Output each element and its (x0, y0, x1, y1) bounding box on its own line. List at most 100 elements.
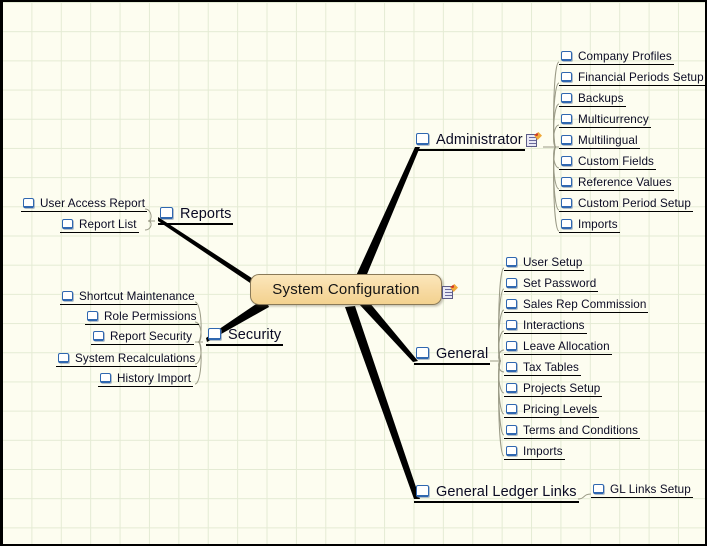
leaf-label: User Setup (523, 256, 583, 269)
window-icon (100, 372, 113, 385)
leaf-node-user-access-report[interactable]: User Access Report (21, 197, 148, 212)
window-icon (506, 424, 519, 437)
leaf-node-user-setup[interactable]: User Setup (504, 256, 585, 271)
leaf-node-history-import[interactable]: History Import (98, 372, 194, 387)
leaf-node-projects-setup[interactable]: Projects Setup (504, 382, 603, 397)
window-icon (506, 277, 519, 290)
leaf-label: Tax Tables (523, 361, 580, 374)
branch-node-general-ledger-links[interactable]: General Ledger Links (414, 484, 579, 503)
leaf-node-imports-general[interactable]: Imports (504, 445, 565, 460)
window-icon (87, 310, 100, 323)
leaf-node-system-recalculations[interactable]: System Recalculations (56, 352, 198, 367)
leaf-label: Custom Period Setup (578, 197, 691, 210)
leaf-node-shortcut-maintenance[interactable]: Shortcut Maintenance (60, 290, 197, 305)
leaf-node-terms-and-conditions[interactable]: Terms and Conditions (504, 424, 641, 439)
leaf-label: Role Permissions (104, 310, 197, 323)
leaf-label: System Recalculations (75, 352, 196, 365)
leaf-node-sales-rep-commission[interactable]: Sales Rep Commission (504, 298, 649, 313)
leaf-label: Imports (578, 218, 618, 231)
leaf-label: Imports (523, 445, 563, 458)
window-icon (23, 197, 36, 210)
branch-node-general[interactable]: General (414, 346, 491, 365)
window-icon (62, 218, 75, 231)
leaf-node-financial-periods-setup[interactable]: Financial Periods Setup (559, 71, 705, 86)
branch-node-reports[interactable]: Reports (158, 206, 234, 225)
window-icon (93, 330, 106, 343)
branch-node-administrator[interactable]: Administrator (414, 132, 525, 151)
leaf-node-interactions[interactable]: Interactions (504, 319, 587, 334)
window-icon (506, 298, 519, 311)
leaf-node-leave-allocation[interactable]: Leave Allocation (504, 340, 612, 355)
window-icon (561, 197, 574, 210)
leaf-label: Shortcut Maintenance (79, 290, 195, 303)
leaf-node-multicurrency[interactable]: Multicurrency (559, 113, 651, 128)
leaf-label: Multicurrency (578, 113, 649, 126)
note-pin (534, 132, 542, 140)
leaf-label: Leave Allocation (523, 340, 610, 353)
leaf-node-tax-tables[interactable]: Tax Tables (504, 361, 582, 376)
window-icon (506, 382, 519, 395)
leaf-label: Reference Values (578, 176, 672, 189)
window-icon (506, 340, 519, 353)
leaf-label: Terms and Conditions (523, 424, 639, 437)
window-icon (561, 176, 574, 189)
note-sheet (526, 134, 537, 147)
note-icon-administrator[interactable] (526, 132, 542, 148)
leaf-node-set-password[interactable]: Set Password (504, 277, 599, 292)
window-icon (561, 71, 574, 84)
leaf-node-reference-values[interactable]: Reference Values (559, 176, 674, 191)
window-icon (506, 256, 519, 269)
leaf-node-backups[interactable]: Backups (559, 92, 626, 107)
leaf-label: Sales Rep Commission (523, 298, 647, 311)
leaf-node-gl-links-setup[interactable]: GL Links Setup (591, 483, 693, 498)
leaf-node-custom-period-setup[interactable]: Custom Period Setup (559, 197, 693, 212)
window-icon (506, 361, 519, 374)
window-icon (416, 132, 432, 148)
window-icon (561, 113, 574, 126)
leaf-label: Pricing Levels (523, 403, 598, 416)
branch-label-security: Security (228, 327, 282, 343)
note-pin (450, 284, 458, 292)
leaf-label: GL Links Setup (610, 483, 691, 496)
leaf-label: Interactions (523, 319, 585, 332)
branch-label-general-ledger-links: General Ledger Links (436, 484, 577, 500)
window-icon (561, 218, 574, 231)
leaf-label: Set Password (523, 277, 597, 290)
branch-label-general: General (436, 346, 489, 362)
leaf-node-imports-admin[interactable]: Imports (559, 218, 620, 233)
leaf-node-report-security[interactable]: Report Security (91, 330, 195, 345)
leaf-label: History Import (117, 372, 192, 385)
leaf-node-pricing-levels[interactable]: Pricing Levels (504, 403, 600, 418)
leaf-label: Custom Fields (578, 155, 654, 168)
window-icon (58, 352, 71, 365)
window-icon (62, 290, 75, 303)
window-icon (561, 134, 574, 147)
leaf-label: Projects Setup (523, 382, 601, 395)
leaf-node-custom-fields[interactable]: Custom Fields (559, 155, 656, 170)
leaf-label: User Access Report (40, 197, 146, 210)
window-icon (506, 403, 519, 416)
leaf-label: Company Profiles (578, 50, 672, 63)
center-node[interactable]: System Configuration (250, 274, 442, 305)
leaf-node-role-permissions[interactable]: Role Permissions (85, 310, 199, 325)
note-icon[interactable] (442, 284, 458, 300)
branch-node-security[interactable]: Security (206, 327, 284, 346)
leaf-node-report-list[interactable]: Report List (60, 218, 139, 233)
leaf-label: Report Security (110, 330, 193, 343)
window-icon (506, 445, 519, 458)
window-icon (593, 483, 606, 496)
leaf-node-multilingual[interactable]: Multilingual (559, 134, 640, 149)
window-icon (160, 206, 176, 222)
leaf-node-company-profiles[interactable]: Company Profiles (559, 50, 674, 65)
leaf-label: Financial Periods Setup (578, 71, 704, 84)
leaf-label: Report List (79, 218, 137, 231)
window-icon (208, 327, 224, 343)
branch-label-reports: Reports (180, 206, 232, 222)
note-sheet (442, 286, 453, 299)
window-icon (561, 92, 574, 105)
window-icon (416, 484, 432, 500)
branch-label-administrator: Administrator (436, 132, 523, 148)
window-icon (561, 155, 574, 168)
window-icon (416, 346, 432, 362)
